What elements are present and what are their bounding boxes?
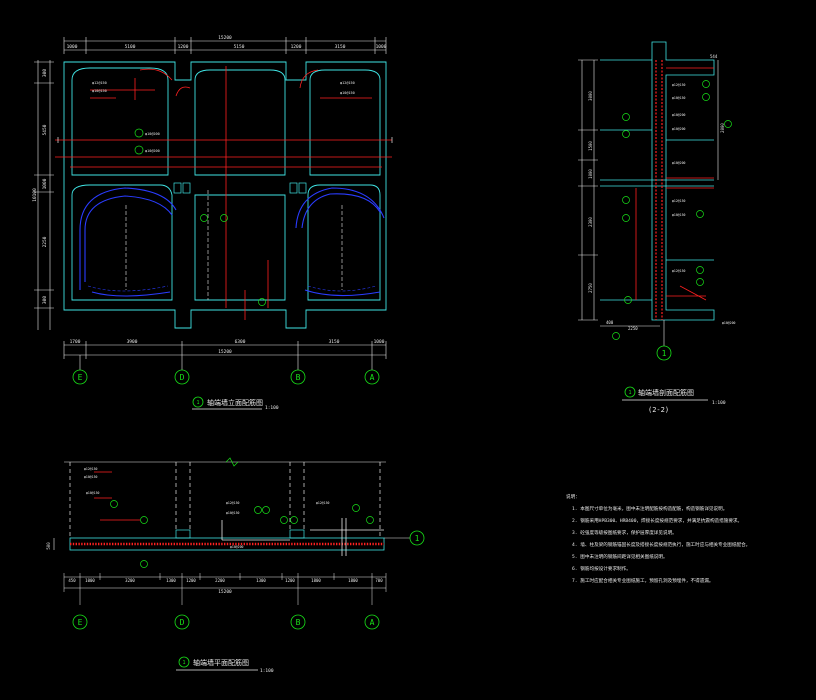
front-overall-bottom-dim: 15200 bbox=[218, 349, 232, 355]
front-left-dim: 300 bbox=[42, 69, 48, 77]
plan-view: φ12@150 φ10@150 φ10@150 φ12@150 φ10@150 φ12… bbox=[46, 457, 425, 674]
svg-text:φ10@200: φ10@200 bbox=[672, 127, 686, 131]
svg-text:φ12@150: φ12@150 bbox=[672, 269, 686, 273]
front-view-title: 轴端墙立面配筋图 bbox=[207, 398, 263, 407]
front-top-dim: 5150 bbox=[234, 44, 245, 50]
plan-bottom-dim: 1200 bbox=[285, 578, 295, 583]
front-view-scale: 1:100 bbox=[265, 405, 279, 411]
front-top-dim: 1200 bbox=[291, 44, 302, 50]
plan-bottom-dim: 1000 bbox=[85, 578, 95, 583]
svg-text:φ12@150: φ12@150 bbox=[316, 501, 330, 505]
front-title-number: 1 bbox=[196, 400, 199, 406]
section-view: 3000 1500 1000 2300 2750 544 2000 φ12@15… bbox=[578, 41, 736, 414]
plan-bottom-dim: 1200 bbox=[186, 578, 196, 583]
front-bottom-dim: 3150 bbox=[329, 339, 340, 345]
front-axis-label: E bbox=[78, 373, 83, 382]
plan-bottom-dim: 2200 bbox=[215, 578, 225, 583]
plan-bottom-dim: 1800 bbox=[348, 578, 358, 583]
section-left-dim: 2750 bbox=[588, 283, 593, 293]
front-bottom-dim: 1700 bbox=[70, 339, 81, 345]
svg-text:φ10@150: φ10@150 bbox=[92, 89, 107, 93]
front-left-dim: 1000 bbox=[42, 178, 48, 189]
notes-item: 7. 施工时应配合相关专业图纸施工，预留孔洞及预埋件，不得遗漏。 bbox=[572, 577, 714, 584]
svg-text:φ10@150: φ10@150 bbox=[86, 491, 100, 495]
front-overall-left-dim: 10100 bbox=[32, 188, 38, 202]
section-left-dim: 2300 bbox=[588, 217, 593, 227]
plan-bottom-dim: 700 bbox=[375, 578, 383, 583]
svg-text:φ10@200: φ10@200 bbox=[145, 149, 160, 153]
notes-item: 3. 砼强度等级按图纸要求，保护层厚度详见说明。 bbox=[572, 529, 677, 536]
front-bottom-dim: 3900 bbox=[127, 339, 138, 345]
plan-axis-label: E bbox=[78, 618, 83, 627]
plan-overall-bottom-dim: 15200 bbox=[218, 589, 232, 595]
section-right-dim: 544 bbox=[710, 54, 718, 59]
front-axis-label: B bbox=[296, 373, 301, 382]
notes-item: 2. 钢筋采用HPB300、HRB400，焊接长度按规范要求，并满足抗震构造措施… bbox=[572, 517, 742, 524]
section-left-dim: 1000 bbox=[588, 169, 593, 179]
front-top-dim: 1200 bbox=[178, 44, 189, 50]
plan-axis-label: B bbox=[296, 618, 301, 627]
plan-left-dim: 500 bbox=[46, 542, 51, 550]
front-top-dim: 1000 bbox=[67, 44, 78, 50]
plan-bottom-dim: 450 bbox=[68, 578, 76, 583]
front-elevation-view: 15200 1000 5100 1200 5150 1200 3150 1000… bbox=[32, 35, 393, 411]
svg-text:φ12@150: φ12@150 bbox=[340, 81, 355, 85]
svg-text:φ10@200: φ10@200 bbox=[672, 113, 686, 117]
section-view-subtitle: (2-2) bbox=[648, 406, 669, 414]
front-left-dim: 5450 bbox=[42, 124, 48, 135]
front-top-dim: 5100 bbox=[125, 44, 136, 50]
svg-text:φ12@150: φ12@150 bbox=[92, 81, 107, 85]
svg-text:φ10@150: φ10@150 bbox=[340, 91, 355, 95]
svg-text:φ12@150: φ12@150 bbox=[84, 467, 98, 471]
design-notes: 说明： 1. 本图尺寸单位为毫米，图中未注明配筋按构造配筋，构造钢筋详见说明。 … bbox=[566, 493, 750, 584]
svg-text:φ10@150: φ10@150 bbox=[84, 475, 98, 479]
section-right-dim: 2000 bbox=[720, 123, 725, 133]
plan-bottom-dim: 1800 bbox=[311, 578, 321, 583]
section-title-number: 1 bbox=[628, 390, 631, 396]
plan-bottom-dim: 1300 bbox=[166, 578, 176, 583]
notes-item: 6. 钢筋均按设计要求制作。 bbox=[572, 565, 631, 572]
svg-text:φ10@200: φ10@200 bbox=[672, 161, 686, 165]
front-left-dim: 300 bbox=[42, 296, 48, 304]
notes-item: 5. 图中未注明的钢筋间距详见相关图纸说明。 bbox=[572, 553, 668, 560]
front-overall-top-dim: 15200 bbox=[218, 35, 232, 41]
plan-side-axis-label: 1 bbox=[415, 534, 420, 543]
front-top-dim: 3150 bbox=[335, 44, 346, 50]
front-bottom-dim: 1000 bbox=[374, 339, 385, 345]
front-top-dim: 1000 bbox=[376, 44, 387, 50]
svg-text:φ12@150: φ12@150 bbox=[672, 199, 686, 203]
notes-item: 4. 墙、柱及梁的钢筋锚固长度及搭接长度按规范执行，施工时应与相关专业图纸配合。 bbox=[572, 541, 750, 548]
front-bottom-dim: 6300 bbox=[235, 339, 246, 345]
plan-axis-label: A bbox=[370, 618, 375, 627]
svg-text:φ10@150: φ10@150 bbox=[672, 213, 686, 217]
section-left-dim: 3000 bbox=[588, 91, 593, 101]
plan-axis-label: D bbox=[180, 618, 185, 627]
section-view-title: 轴端墙剖面配筋图 bbox=[638, 388, 694, 397]
section-bottom-dim: 2250 bbox=[628, 326, 638, 331]
section-axis-label: 1 bbox=[662, 349, 667, 358]
section-left-dim: 1500 bbox=[588, 141, 593, 151]
front-axis-label: D bbox=[180, 373, 185, 382]
svg-text:φ12@150: φ12@150 bbox=[672, 83, 686, 87]
svg-text:φ10@150: φ10@150 bbox=[226, 511, 240, 515]
svg-text:φ10@200: φ10@200 bbox=[722, 321, 736, 325]
svg-text:φ10@150: φ10@150 bbox=[672, 96, 686, 100]
section-bottom-dim: 400 bbox=[606, 320, 614, 325]
plan-view-scale: 1:100 bbox=[260, 668, 274, 674]
notes-heading: 说明： bbox=[566, 493, 580, 500]
front-left-dim: 2250 bbox=[42, 236, 48, 247]
plan-bottom-dim: 3200 bbox=[125, 578, 135, 583]
plan-bottom-dim: 1300 bbox=[256, 578, 266, 583]
plan-view-title: 轴端墙平面配筋图 bbox=[193, 658, 249, 667]
plan-title-number: 1 bbox=[182, 660, 185, 666]
front-axis-label: A bbox=[370, 373, 375, 382]
svg-text:φ12@150: φ12@150 bbox=[226, 501, 240, 505]
svg-text:φ10@200: φ10@200 bbox=[230, 545, 244, 549]
svg-text:φ10@200: φ10@200 bbox=[145, 132, 160, 136]
section-view-scale: 1:100 bbox=[712, 400, 726, 406]
notes-item: 1. 本图尺寸单位为毫米，图中未注明配筋按构造配筋，构造钢筋详见说明。 bbox=[572, 505, 727, 512]
